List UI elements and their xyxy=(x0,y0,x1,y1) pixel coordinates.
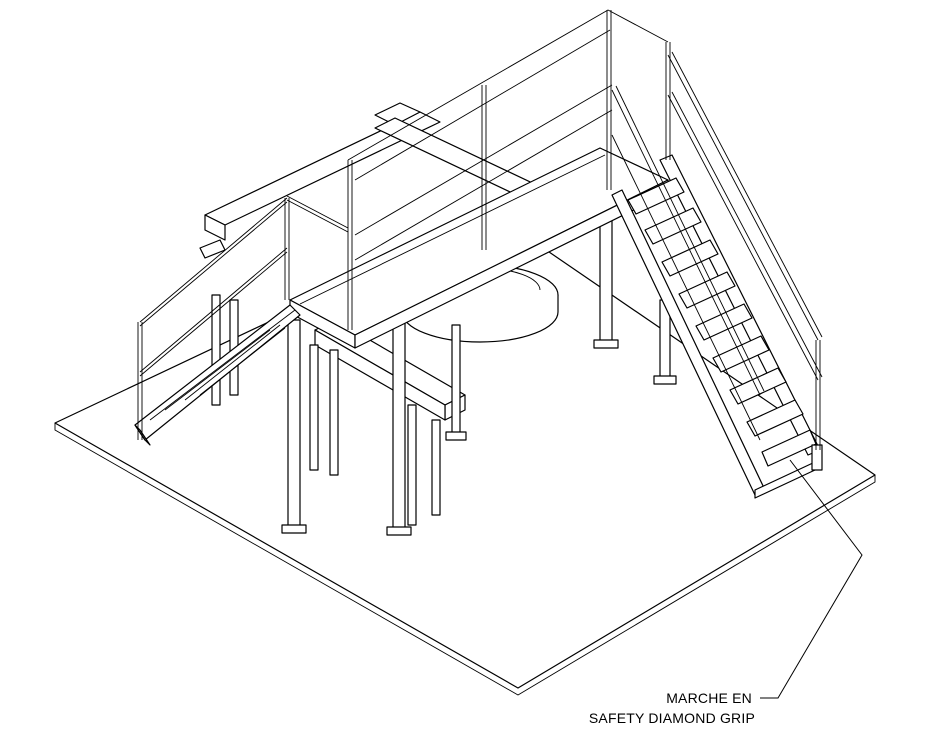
stair-treads xyxy=(627,177,817,467)
right-stair xyxy=(611,154,823,499)
guard-railings xyxy=(137,9,823,450)
ground-slab-edge xyxy=(54,423,876,696)
callout-leader xyxy=(760,459,863,699)
callout-line-2: SAFETY DIAMOND GRIP xyxy=(589,710,755,726)
callout-line-1: MARCHE EN xyxy=(666,690,752,706)
support-columns xyxy=(211,199,677,536)
